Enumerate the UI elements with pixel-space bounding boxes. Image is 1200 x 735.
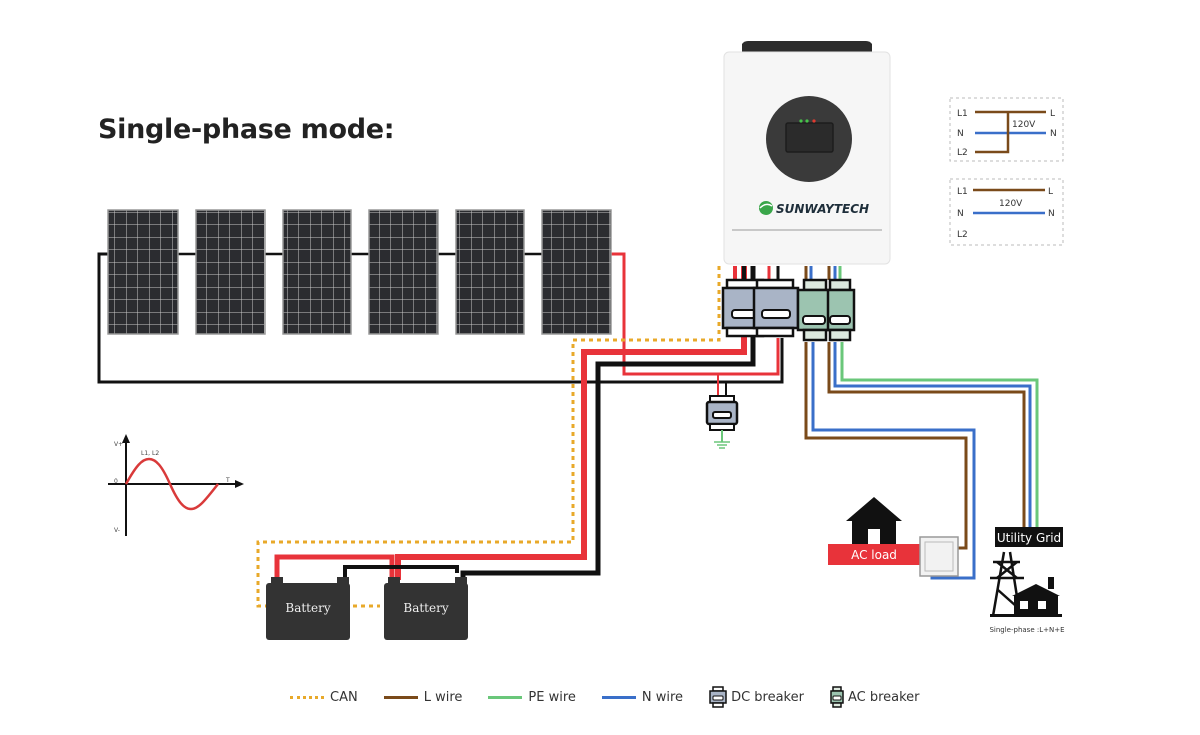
svg-text:Battery: Battery [285,601,330,615]
svg-text:Battery: Battery [403,601,448,615]
solar-panel [368,209,439,335]
svg-text:V+: V+ [114,441,123,448]
legend-item-l-wire: L wire [383,690,462,705]
outlet-icon [919,536,959,577]
wiring-box-split-phase: L1 N L2 L N 120V [949,97,1064,162]
n-wire-swatch [601,695,636,699]
page-title: Single-phase mode: [98,114,395,145]
ac-breakers [796,278,856,342]
dc-breaker-icon [709,686,727,708]
svg-text:V-: V- [114,527,120,534]
legend-item-can: CAN [290,690,358,705]
legend-item-dc-breaker: DC breaker [709,686,804,708]
svg-text:L1: L1 [957,109,968,119]
svg-text:AC load: AC load [851,548,897,562]
ac-breaker-grid [826,278,856,342]
brand-logo-icon [759,201,773,215]
solar-panel [195,209,266,335]
solar-panel [282,209,352,335]
led [799,119,803,123]
solar-panel [541,209,612,335]
dc-breaker-pv [752,278,800,338]
ac-wires [804,266,1039,580]
svg-text:T: T [225,477,230,484]
svg-text:L: L [1050,109,1055,119]
power-tower-icon [990,551,1024,617]
svg-text:N: N [957,129,964,139]
svg-text:L1: L1 [957,187,968,197]
grid-house-icon [990,577,1062,617]
ac-breaker-load [796,278,832,342]
svg-text:L2: L2 [957,230,968,240]
svg-text:L: L [1048,187,1053,197]
ac-breaker-icon [830,686,844,708]
svg-text:N: N [1048,209,1055,219]
svg-text:120V: 120V [1012,120,1036,130]
svg-text:N: N [957,209,964,219]
pv-ground-breaker [705,374,739,449]
wiring-box-single-phase: L1 N L2 L N 120V [949,178,1064,246]
svg-text:0: 0 [114,478,118,485]
waveform-chart: V+ V- 0 T L1, L2 [108,434,244,536]
svg-text:L1, L2: L1, L2 [141,450,159,457]
svg-text:Single-phase :L+N+E: Single-phase :L+N+E [989,626,1064,634]
legend: CAN L wire PE wire N wire DC breaker AC … [290,686,946,708]
legend-item-pe-wire: PE wire [488,690,576,705]
solar-panel [107,209,179,335]
pv-string-wires [97,252,784,384]
svg-text:L2: L2 [957,148,968,158]
led [812,119,816,123]
pe-wire-swatch [488,695,523,699]
can-swatch [290,695,324,699]
battery-wires [256,266,780,608]
ac-load: AC load [828,497,959,577]
svg-text:N: N [1050,129,1057,139]
utility-grid: Utility Grid Single-phase :L+N+E [989,527,1065,634]
inverter: SUNWAYTECH [723,41,891,265]
brand-name: SUNWAYTECH [776,202,869,216]
solar-panels [107,209,612,335]
battery-2: Battery [384,577,468,640]
legend-item-n-wire: N wire [601,690,683,705]
battery-1: Battery [266,577,350,640]
house-icon [846,497,902,545]
solar-panel [455,209,525,335]
svg-text:120V: 120V [999,199,1023,209]
led [805,119,809,123]
svg-text:Utility Grid: Utility Grid [997,531,1061,545]
dc-breakers [721,278,800,338]
l-wire-swatch [383,695,418,699]
legend-item-ac-breaker: AC breaker [830,686,920,708]
